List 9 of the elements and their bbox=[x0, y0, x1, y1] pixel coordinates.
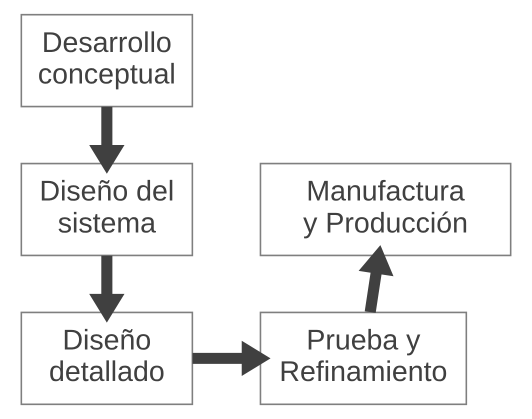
node-box: Desarrollo conceptual bbox=[20, 14, 194, 108]
arrow bbox=[89, 256, 124, 323]
node-box: Diseño del sistema bbox=[20, 162, 194, 256]
arrow bbox=[358, 245, 394, 313]
node-box: Diseño detallado bbox=[20, 312, 194, 406]
node-box: Prueba y Refinamiento bbox=[260, 312, 468, 406]
node-box: Manufactura y Producción bbox=[260, 162, 512, 256]
arrow bbox=[89, 106, 124, 174]
arrow bbox=[192, 340, 271, 376]
